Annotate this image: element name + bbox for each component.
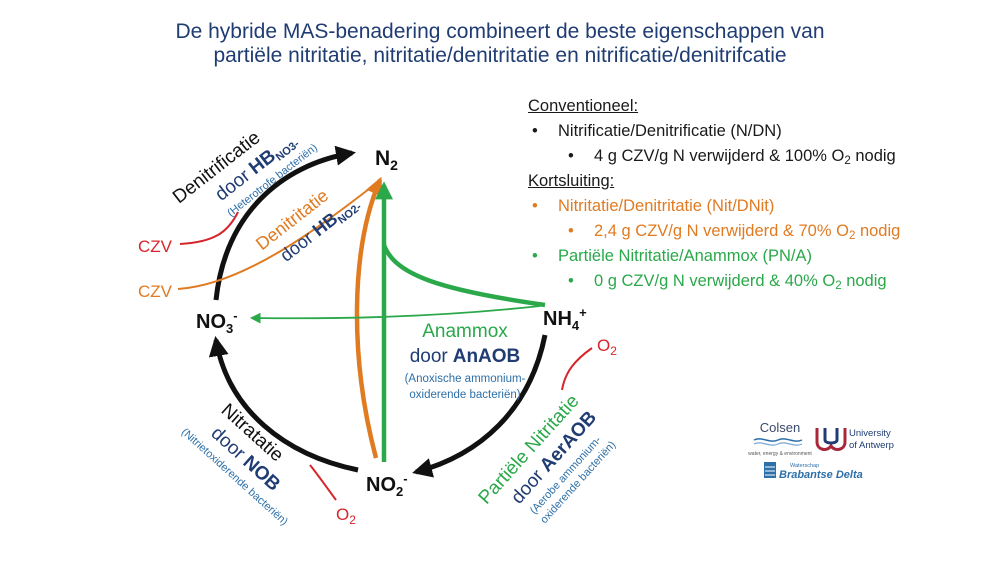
pna-detail-post: nodig	[841, 272, 887, 290]
nh4-label: NH4+	[543, 305, 587, 333]
anammox-label: Anammox	[422, 321, 508, 342]
waterschap-small: Waterschap	[790, 463, 819, 469]
title-line-1: De hybride MAS-benadering combineert de …	[175, 20, 825, 43]
anoxische-line-2: oxiderende bacteriën)	[409, 389, 520, 401]
university-antwerp-logo: University of Antwerp	[815, 428, 894, 451]
ua-logo-mark	[815, 428, 847, 451]
pna-detail-sub: 2	[835, 279, 842, 292]
bullet: •	[532, 122, 538, 140]
page-title: De hybride MAS-benadering combineert de …	[0, 20, 1000, 68]
nit-label: Nitritatie/Denitritatie (Nit/DNit)	[558, 197, 775, 215]
nitrate-byproduct-arrow	[249, 305, 541, 324]
ndn-detail-sub: 2	[844, 154, 851, 167]
shortcut-header: Kortsluiting:	[528, 172, 615, 190]
czv-label-2: CZV	[138, 282, 173, 301]
nit-detail-post: nodig	[855, 222, 901, 240]
partial-nitritation-label-group: Partiële Nitritatie doorAerAOB (Aerobe a…	[475, 391, 619, 526]
nit-detail-text: 2,4 g CZV/g N verwijderd & 70% O	[594, 222, 849, 240]
waterschap-logo-mark	[764, 462, 776, 478]
ua-line-2: of Antwerp	[849, 440, 894, 451]
denitritation-arrow	[354, 176, 383, 459]
bullet: •	[532, 197, 538, 215]
ndn-item: • Nitrificatie/Denitrificatie (N/DN)	[528, 119, 988, 144]
no3-label: NO3-	[196, 308, 238, 336]
ua-line-1: University	[849, 428, 891, 439]
bullet: •	[568, 272, 574, 290]
colsen-logo-text: Colsen	[760, 420, 800, 435]
czv-label-1: CZV	[138, 237, 173, 256]
ndn-detail: • 4 g CZV/g N verwijderd & 100% O2 nodig	[528, 144, 988, 169]
pna-detail: • 0 g CZV/g N verwijderd & 40% O2 nodig	[528, 269, 988, 294]
o2-input-right	[561, 347, 593, 391]
bullet: •	[568, 147, 574, 165]
partial-nitritation-arc	[412, 334, 548, 478]
nit-detail: • 2,4 g CZV/g N verwijderd & 70% O2 nodi…	[528, 219, 988, 244]
czv-input-2	[177, 181, 379, 290]
ndn-label: Nitrificatie/Denitrificatie (N/DN)	[558, 122, 782, 140]
colsen-logo: Colsen water, energy & environment	[748, 420, 812, 457]
o2-label-right: O2	[597, 336, 617, 358]
n2-label: N2	[375, 147, 398, 173]
pna-label: Partiële Nitritatie/Anammox (PN/A)	[558, 247, 812, 265]
nit-item: • Nitritatie/Denitritatie (Nit/DNit)	[528, 194, 988, 219]
bullet: •	[532, 247, 538, 265]
ndn-detail-post: nodig	[850, 147, 896, 165]
no2-label: NO2-	[366, 471, 408, 499]
anammox-from-nh4	[381, 244, 546, 308]
legend: Conventioneel: • Nitrificatie/Denitrific…	[528, 94, 988, 294]
ndn-detail-text: 4 g CZV/g N verwijderd & 100% O	[594, 147, 845, 165]
czv-input-1	[179, 211, 239, 245]
denitrification-arc	[213, 145, 356, 301]
pna-detail-text: 0 g CZV/g N verwijderd & 40% O	[594, 272, 836, 290]
anoxische-line-1: (Anoxische ammonium-	[405, 373, 526, 385]
pna-item: • Partiële Nitritatie/Anammox (PN/A)	[528, 244, 988, 269]
conventional-header: Conventioneel:	[528, 97, 639, 115]
o2-input-bottom	[309, 464, 337, 501]
o2-label-bottom: O2	[336, 505, 356, 527]
waterschap-big: Brabantse Delta	[779, 469, 863, 481]
bullet: •	[568, 222, 574, 240]
nitratation-arc	[208, 336, 359, 473]
colsen-tagline: water, energy & environment	[748, 451, 812, 457]
title-line-2: partiële nitritatie, nitritatie/denitrit…	[213, 44, 787, 67]
waterschap-logo: Waterschap Brabantse Delta	[764, 462, 863, 481]
nit-detail-sub: 2	[848, 229, 856, 242]
